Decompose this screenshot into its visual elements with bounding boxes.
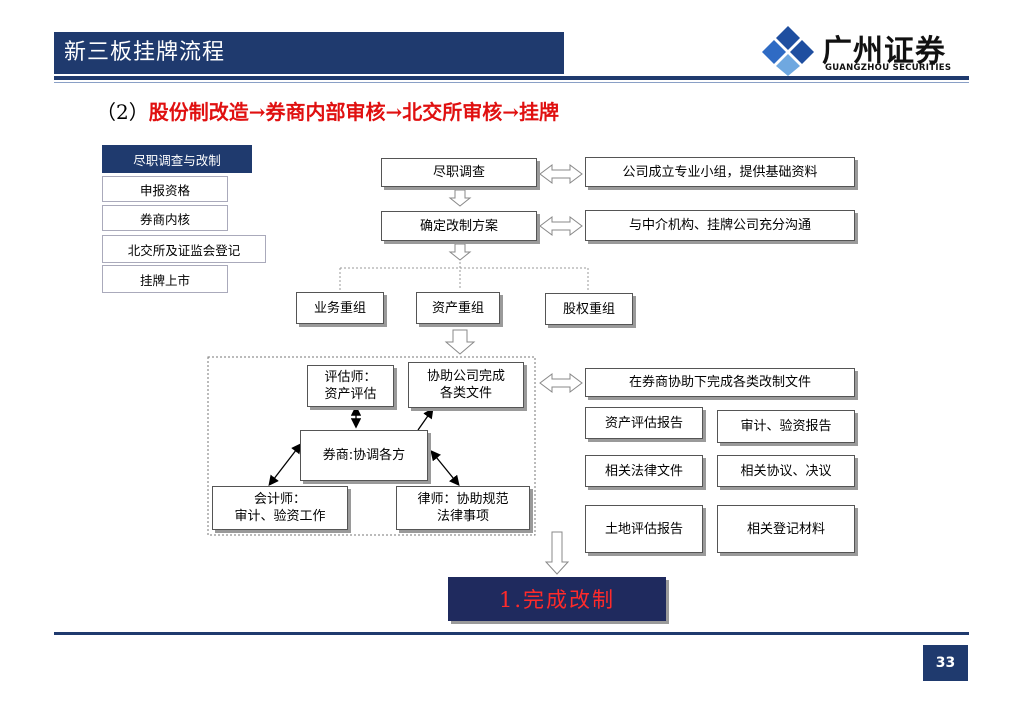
role-accountant-line1: 会计师： xyxy=(253,492,306,507)
role-assist-docs: 协助公司完成 各类文件 xyxy=(408,362,524,408)
header-divider xyxy=(54,76,969,80)
header-divider-thin xyxy=(54,82,969,83)
role-appraiser-line1: 评估师： xyxy=(324,370,377,385)
reorg-assets: 资产重组 xyxy=(416,292,500,324)
note-intermediary-communication: 与中介机构、挂牌公司充分沟通 xyxy=(585,210,855,241)
role-lawyer: 律师：协助规范 法律事项 xyxy=(396,486,530,530)
process-subtitle: （2）股份制改造→券商内部审核→北交所审核→挂牌 xyxy=(96,98,559,126)
doc-land-appraisal-report: 土地评估报告 xyxy=(585,505,703,553)
role-appraiser: 评估师： 资产评估 xyxy=(307,365,394,407)
menu-item-due-diligence[interactable]: 尽职调查与改制 xyxy=(102,145,252,173)
doc-registration-materials: 相关登记材料 xyxy=(717,505,855,553)
role-accountant-line2: 审计、验资工作 xyxy=(234,509,326,524)
final-step-complete-restructuring: 1.完成改制 xyxy=(448,577,666,621)
role-lawyer-line2: 法律事项 xyxy=(436,509,489,524)
header-bar xyxy=(54,32,564,74)
docs-title: 在券商协助下完成各类改制文件 xyxy=(585,368,855,397)
assist-docs-line1: 协助公司完成 xyxy=(426,369,505,384)
subtitle-process: 股份制改造→券商内部审核→北交所审核→挂牌 xyxy=(148,100,560,124)
step-due-diligence: 尽职调查 xyxy=(381,158,537,187)
doc-legal-documents: 相关法律文件 xyxy=(585,455,703,487)
logo-text-cn: 广州证券 xyxy=(822,34,946,69)
assist-docs-line2: 各类文件 xyxy=(439,386,492,401)
doc-asset-appraisal-report: 资产评估报告 xyxy=(585,407,703,439)
step-restructuring-plan: 确定改制方案 xyxy=(381,211,537,241)
menu-item-broker-review[interactable]: 券商内核 xyxy=(102,205,228,231)
role-appraiser-line2: 资产评估 xyxy=(324,387,377,402)
footer-divider xyxy=(54,632,969,635)
reorg-equity: 股权重组 xyxy=(545,293,633,325)
role-accountant: 会计师： 审计、验资工作 xyxy=(212,486,348,530)
guangzhou-securities-logo-icon xyxy=(762,26,814,76)
page-title: 新三板挂牌流程 xyxy=(64,40,226,65)
note-company-team: 公司成立专业小组，提供基础资料 xyxy=(585,157,855,187)
menu-item-qualification[interactable]: 申报资格 xyxy=(102,176,228,202)
page-number: 33 xyxy=(923,645,968,681)
subtitle-number: （2） xyxy=(96,100,149,124)
menu-item-bse-csrc-registration[interactable]: 北交所及证监会登记 xyxy=(102,235,266,263)
logo-text-en: GUANGZHOU SECURITIES xyxy=(825,63,952,73)
menu-item-listing[interactable]: 挂牌上市 xyxy=(102,265,228,293)
doc-agreements-resolutions: 相关协议、决议 xyxy=(717,455,855,487)
role-broker-coordinator: 券商:协调各方 xyxy=(300,430,428,481)
role-lawyer-line1: 律师：协助规范 xyxy=(417,492,509,507)
doc-audit-report: 审计、验资报告 xyxy=(717,410,855,443)
reorg-business: 业务重组 xyxy=(296,292,384,324)
